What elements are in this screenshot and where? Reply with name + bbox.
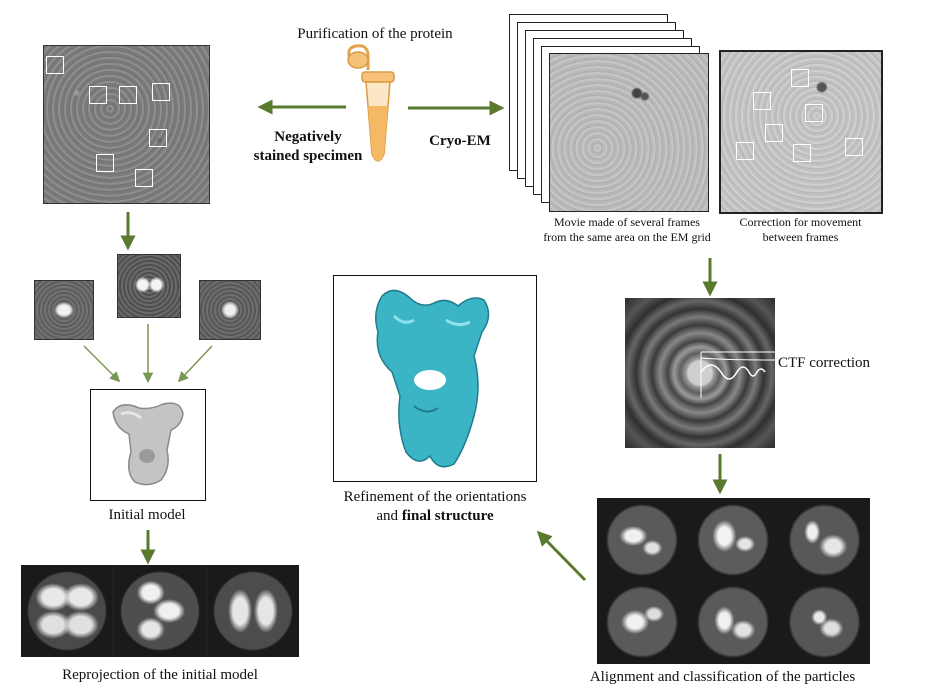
class-average (781, 582, 868, 662)
class-average (781, 500, 868, 580)
particle-box (805, 104, 823, 122)
movie-caption: Movie made of several frames from the sa… (543, 215, 711, 244)
class-average (599, 500, 685, 580)
negative-stain-label: Negatively stained specimen (253, 129, 363, 164)
refinement-label: Refinement of the orientations and final… (343, 489, 527, 524)
particle-box (46, 56, 64, 74)
purification-label: Purification of the protein (297, 26, 453, 42)
particle-box (736, 142, 754, 160)
ctf-power-spectrum (625, 298, 775, 448)
particle-box (96, 154, 114, 172)
ctf-label: CTF correction (778, 355, 871, 371)
ctf-curve-icon (700, 351, 775, 398)
class-average (690, 500, 776, 580)
particle-box (753, 92, 771, 110)
correction-caption: Correction for movement between frames (739, 215, 862, 244)
arrow-to-final-structure (536, 530, 587, 582)
class-average (690, 582, 776, 662)
reprojection-image (114, 565, 206, 657)
particle-box (845, 138, 863, 156)
reprojection-label: Reprojection of the initial model (62, 667, 258, 683)
arrow-class-3 (177, 345, 213, 383)
particle-box (135, 169, 153, 187)
particle-box (791, 69, 809, 87)
particle-box (765, 124, 783, 142)
particle-box (119, 86, 137, 104)
reprojection-image (207, 565, 299, 657)
negative-stain-micrograph (43, 45, 210, 204)
particle-box (152, 83, 170, 101)
class-average (117, 254, 181, 318)
class-average (599, 582, 685, 662)
tube-icon (347, 44, 395, 162)
arrow-class-1 (83, 345, 121, 383)
class-average (199, 280, 261, 340)
corrected-micrograph (719, 50, 883, 214)
final-structure-panel (333, 275, 537, 482)
particle-box (149, 129, 167, 147)
reprojection-image (21, 565, 113, 657)
cryo-em-label: Cryo-EM (429, 133, 491, 149)
alignment-label: Alignment and classification of the part… (589, 669, 856, 685)
particle-box (89, 86, 107, 104)
class-average-grid (597, 498, 870, 664)
initial-model-panel (90, 389, 206, 501)
cryo-micrograph (549, 53, 709, 212)
particle-box (793, 144, 811, 162)
reprojection-strip (21, 565, 299, 657)
initial-model-icon (112, 402, 184, 486)
initial-model-label: Initial model (108, 507, 186, 523)
final-structure-icon (375, 289, 490, 468)
class-average (34, 280, 94, 340)
